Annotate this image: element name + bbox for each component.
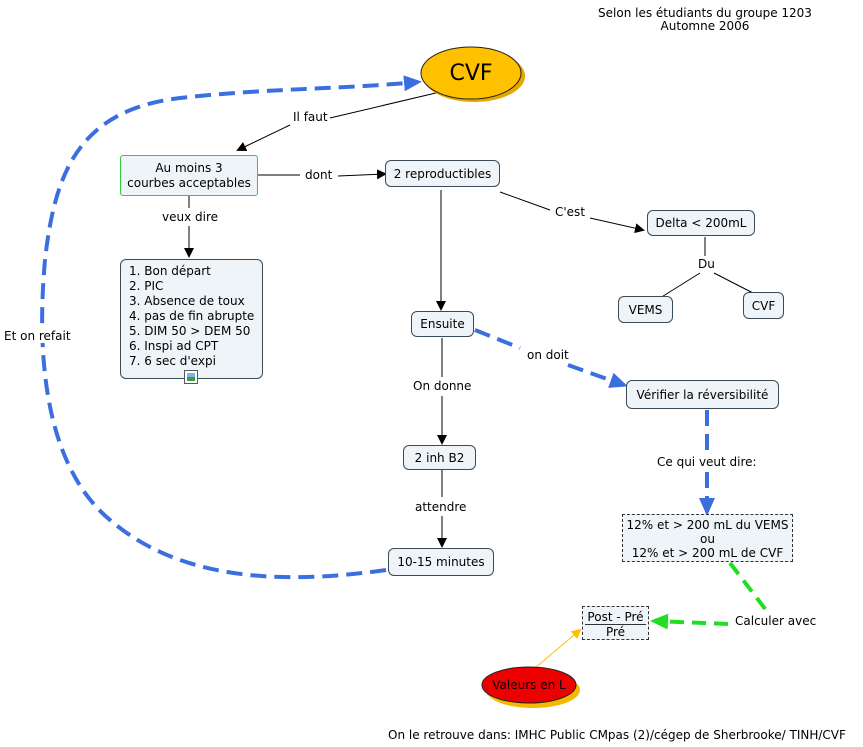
pct-line-2: ou — [700, 532, 715, 546]
header-line-1: Selon les étudiants du groupe 1203 — [598, 6, 812, 20]
connector-calculer-to-postpre — [650, 613, 729, 630]
node-ensuite[interactable]: Ensuite — [411, 311, 474, 337]
connector-ondoit-to-reversibilite — [567, 363, 628, 388]
node-reproductibles[interactable]: 2 reproductibles — [385, 160, 500, 187]
label-ce-qui-veut-dire: Ce qui veut dire: — [656, 455, 758, 469]
valeurs-ellipse — [481, 666, 577, 704]
image-attachment-icon[interactable] — [184, 370, 198, 384]
label-on-doit: on doit — [526, 348, 570, 362]
footer-source: On le retrouve dans: IMHC Public CMpas (… — [388, 728, 846, 742]
label-et-on-refait: Et on refait — [3, 329, 72, 343]
node-post-pre[interactable]: Post - Pré Pré — [582, 606, 649, 640]
label-il-faut: Il faut — [292, 110, 329, 124]
connector-loop-minutes-to-cvf — [40, 75, 422, 580]
connector-du-to-cvf-small — [713, 272, 756, 295]
connector-ensuite-to-ondoit — [474, 328, 521, 350]
criteria-item: 5. DIM 50 > DEM 50 — [129, 324, 251, 338]
label-on-donne: On donne — [412, 379, 473, 393]
criteria-item: 3. Absence de toux — [129, 294, 245, 308]
node-cvf-small[interactable]: CVF — [743, 292, 784, 319]
header-line-2: Automne 2006 — [660, 19, 750, 33]
courbes-line-2: courbes acceptables — [127, 175, 251, 190]
label-attendre: attendre — [414, 500, 468, 514]
pct-line-1: 12% et > 200 mL du VEMS — [626, 518, 789, 532]
connector-reproductibles-to-cest — [499, 191, 551, 211]
node-courbes-acceptables[interactable]: Au moins 3 courbes acceptables — [120, 155, 258, 196]
criteria-item: 1. Bon départ — [129, 264, 211, 278]
connector-pct-to-calculer — [728, 561, 768, 612]
pct-line-3: 12% et > 200 mL de CVF — [631, 546, 784, 560]
node-criteria-list[interactable]: 1. Bon départ 2. PIC 3. Absence de toux … — [120, 259, 263, 379]
node-delta[interactable]: Delta < 200mL — [647, 210, 755, 236]
label-veux-dire: veux dire — [161, 210, 220, 224]
postpre-numerator: Post - Pré — [585, 610, 646, 625]
criteria-item: 4. pas de fin abrupte — [129, 309, 255, 323]
connector-dont-to-reproductibles — [337, 169, 387, 180]
criteria-item: 6. Inspi ad CPT — [129, 339, 219, 353]
connector-cest-to-delta — [589, 217, 645, 234]
connector-valeurs-to-postpre — [534, 628, 582, 669]
node-reversibilite[interactable]: Vérifier la réversibilité — [626, 380, 779, 409]
cvf-main-label: CVF — [449, 60, 493, 86]
node-pct-criteria[interactable]: 12% et > 200 mL du VEMS ou 12% et > 200 … — [622, 514, 793, 562]
connector-ilfaut-to-courbes — [236, 124, 291, 152]
label-cest: C'est — [554, 205, 587, 219]
valeurs-label: Valeurs en L — [492, 678, 566, 692]
courbes-line-1: Au moins 3 — [155, 160, 223, 175]
criteria-item: 2. PIC — [129, 279, 164, 293]
postpre-denominator: Pré — [605, 625, 626, 639]
node-inh-b2[interactable]: 2 inh B2 — [403, 445, 476, 470]
node-vems[interactable]: VEMS — [618, 296, 673, 323]
node-minutes[interactable]: 10-15 minutes — [388, 548, 494, 576]
label-du: Du — [697, 257, 716, 271]
label-calculer-avec: Calculer avec — [734, 614, 818, 628]
criteria-item: 7. 6 sec d'expi — [129, 354, 216, 368]
label-dont: dont — [304, 168, 334, 182]
connector-du-to-vems — [659, 272, 701, 299]
connector-cvf-to-ilfaut — [329, 91, 441, 119]
cvf-main-ellipse — [420, 46, 522, 100]
